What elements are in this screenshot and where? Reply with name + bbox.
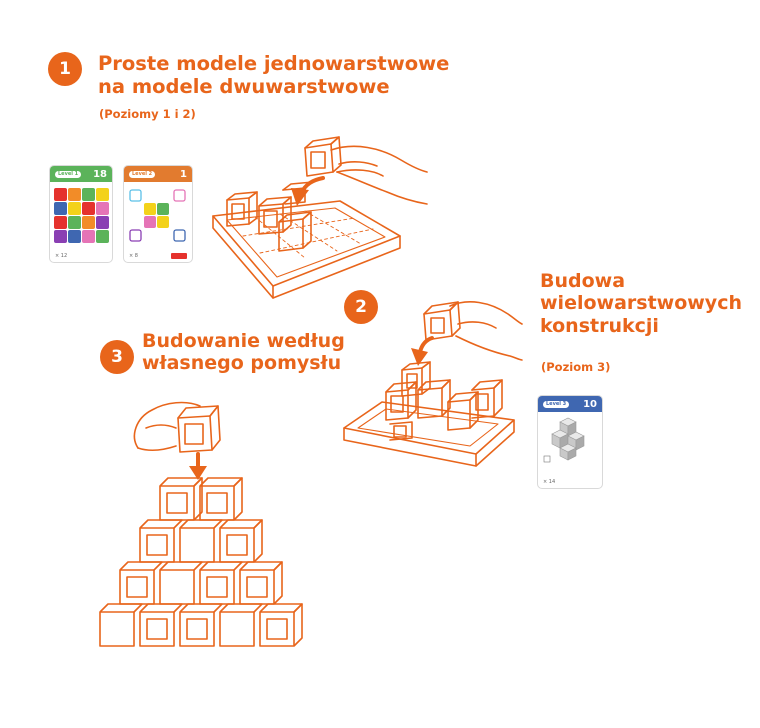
step-2-subtitle: (Poziom 3) (541, 360, 611, 374)
level-card-green-number: 18 (93, 168, 107, 180)
level-card-orange-number: 1 (180, 168, 187, 180)
step-3-badge: 3 (100, 340, 134, 374)
step-3-number: 3 (111, 347, 123, 367)
step-2-title: Budowa wielowarstwowych konstrukcji (540, 270, 742, 337)
step-1-subtitle: (Poziomy 1 i 2) (99, 107, 196, 121)
step-2-badge: 2 (344, 290, 378, 324)
level-card-orange-pattern (129, 189, 186, 242)
level-card-blue-level: Level 3 (543, 400, 570, 408)
step-3-title-line-1: Budowanie według (142, 330, 345, 352)
step-2-number: 2 (355, 297, 367, 317)
step-2-illustration (343, 301, 523, 467)
level-card-orange: Level 2 1 × 8 (124, 166, 192, 262)
card-tag-icon (171, 253, 187, 259)
cube-pyramid (99, 477, 303, 647)
level-card-green: Level 1 18 × 12 (50, 166, 112, 262)
step-2-title-line-1: Budowa (540, 270, 626, 292)
level-card-blue-number: 10 (583, 398, 597, 410)
step-2-title-line-2: wielowarstwowych (540, 292, 742, 315)
step-1-illustration (212, 136, 428, 299)
level-card-green-footer: × 12 (55, 253, 68, 259)
step-1-number: 1 (59, 59, 71, 79)
step-1-title: Proste modele jednowarstwowe na modele d… (98, 52, 449, 98)
step-1-badge: 1 (48, 52, 82, 86)
level-card-orange-footer: × 8 (129, 253, 138, 259)
level-card-orange-level: Level 2 (129, 170, 156, 178)
step-2-title-line-3: konstrukcji (540, 314, 659, 337)
step-3-illustration (99, 401, 303, 647)
level-card-blue: Level 3 10 × 14 (538, 396, 602, 488)
step-1-title-line-1: Proste modele jednowarstwowe (98, 52, 450, 75)
level-card-blue-model (543, 417, 585, 463)
step-3-title: Budowanie według własnego pomysłu (142, 330, 345, 375)
step-1-title-line-2: na modele dwuwarstwowe (98, 75, 390, 98)
level-card-blue-footer: × 14 (543, 479, 556, 485)
level-card-green-level: Level 1 (55, 170, 82, 178)
level-card-green-pattern (54, 188, 109, 243)
step-3-title-line-2: własnego pomysłu (142, 352, 342, 375)
